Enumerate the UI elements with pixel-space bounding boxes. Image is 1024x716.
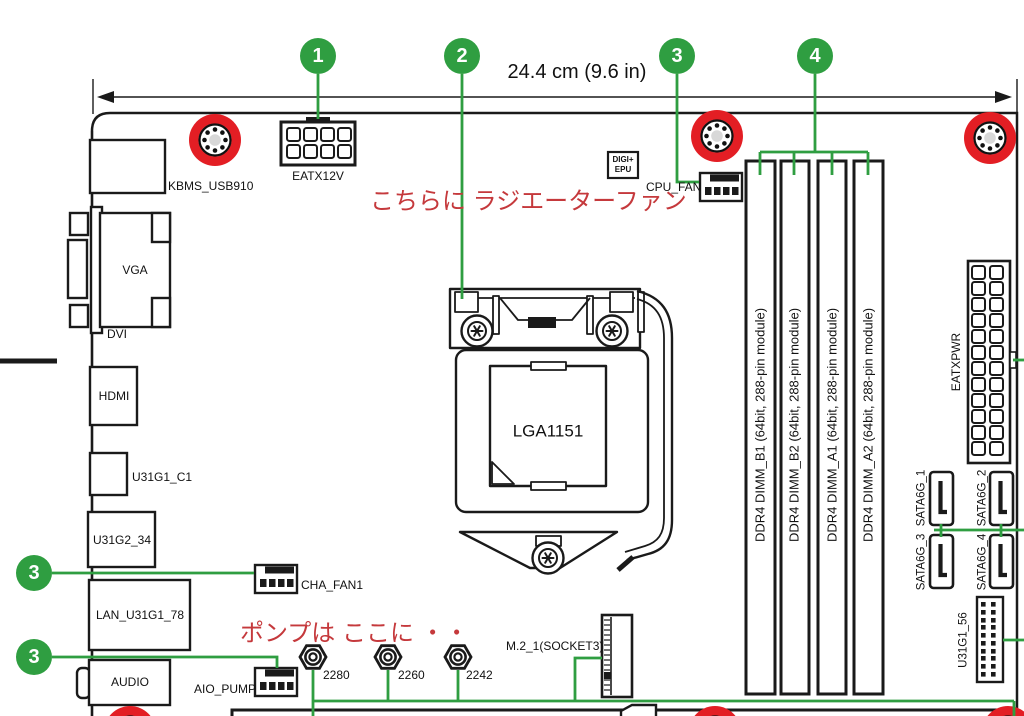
callout-3-aio-pump: 3 bbox=[16, 639, 52, 675]
sata6g-3-port bbox=[930, 535, 953, 588]
callout-lines bbox=[52, 74, 1024, 716]
sata6g-4-port bbox=[990, 535, 1013, 588]
digi-epu-label-line1: DIGI+ bbox=[612, 155, 634, 164]
kbms-usb-port bbox=[88, 138, 167, 195]
cpu-fan-connector bbox=[698, 171, 744, 203]
mounting-hole-icon bbox=[962, 110, 1018, 166]
callout-1: 1 bbox=[300, 38, 336, 74]
mounting-hole-icon bbox=[102, 704, 158, 716]
standoff-2242-icon bbox=[443, 644, 473, 670]
mounting-hole-icon bbox=[689, 108, 745, 164]
standoff-2280-label: 2280 bbox=[323, 668, 350, 682]
usb-a-ports bbox=[86, 510, 157, 569]
dimm-a2-label: DDR4 DIMM_A2 (64bit, 288-pin module) bbox=[860, 307, 876, 543]
dvi-label: DVI bbox=[107, 327, 128, 341]
cha-fan1-connector bbox=[253, 563, 299, 595]
kbms-usb-label: KBMS_USB910 bbox=[168, 179, 254, 193]
digi-epu-label-line2: EPU bbox=[614, 165, 632, 174]
aio-pump-connector bbox=[253, 666, 299, 698]
standoff-2242-label: 2242 bbox=[466, 668, 493, 682]
cpu-socket bbox=[448, 287, 674, 575]
callout3-line bbox=[675, 74, 699, 184]
dvi-vga-port bbox=[66, 205, 172, 335]
sata6g-3-label: SATA6G_3 bbox=[915, 533, 928, 591]
dimm-a1-label: DDR4 DIMM_A1 (64bit, 288-pin module) bbox=[824, 307, 840, 543]
eatxpwr-connector bbox=[966, 259, 1017, 465]
sata6g-1-label: SATA6G_1 bbox=[915, 469, 928, 527]
sata6g-2-label: SATA6G_2 bbox=[976, 469, 989, 527]
dimension-arrow bbox=[92, 79, 1018, 114]
u31g1-56-label: U31G1_56 bbox=[957, 612, 970, 668]
aio-pump-label: AIO_PUMP bbox=[194, 682, 257, 696]
hdmi-port bbox=[88, 365, 139, 427]
sata6g-1-port bbox=[930, 472, 953, 525]
vga-label: VGA bbox=[122, 263, 148, 277]
cha-fan1-label: CHA_FAN1 bbox=[301, 578, 364, 592]
callout-3-cha-fan: 3 bbox=[16, 555, 52, 591]
audio-label: AUDIO bbox=[110, 675, 150, 689]
dimm-slots bbox=[744, 159, 885, 696]
digi-epu-chip bbox=[606, 150, 640, 180]
u31g1-c1-label: U31G1_C1 bbox=[132, 470, 193, 484]
bottom-chamfer-shape bbox=[619, 703, 658, 716]
dimm-b1-label: DDR4 DIMM_B1 (64bit, 288-pin module) bbox=[752, 307, 768, 543]
rear-io-ports bbox=[66, 131, 192, 716]
board-outline bbox=[90, 111, 1019, 716]
standoff-2260-icon bbox=[373, 644, 403, 670]
audio-ports bbox=[87, 658, 172, 707]
mounting-hole-icon bbox=[187, 112, 243, 168]
sata6g-4-label: SATA6G_4 bbox=[976, 533, 989, 591]
radiator-fan-annotation: こちらに ラジエーターファン bbox=[370, 188, 687, 215]
u31g2-34-label: U31G2_34 bbox=[92, 533, 152, 547]
eatx12v-connector bbox=[279, 117, 357, 167]
m2-standoff-lines bbox=[311, 656, 1016, 716]
standoff-2260-label: 2260 bbox=[398, 668, 425, 682]
m2-label: M.2_1(SOCKET3) bbox=[506, 639, 604, 653]
u31g1-56-header bbox=[975, 595, 1005, 684]
m2-slot bbox=[600, 613, 634, 699]
callout-2: 2 bbox=[444, 38, 480, 74]
lan-label: LAN_U31G1_78 bbox=[95, 608, 185, 622]
board-width-dimension: 24.4 cm (9.6 in) bbox=[507, 61, 647, 83]
lan-usb-port bbox=[87, 578, 192, 652]
dimm-slot-a1 bbox=[816, 159, 848, 696]
callout4-lines bbox=[758, 74, 870, 175]
standoff-2280-icon bbox=[298, 644, 328, 670]
hdmi-label: HDMI bbox=[98, 389, 130, 403]
sata6g-2-port bbox=[990, 472, 1013, 525]
eatx12v-label: EATX12V bbox=[292, 169, 344, 183]
pump-annotation: ポンプは ここに ・・ bbox=[240, 620, 469, 647]
digi-epu-label: DIGI+ EPU bbox=[612, 155, 633, 175]
usb-c-port bbox=[88, 451, 129, 497]
cpu-fan-label: CPU_FAN bbox=[646, 180, 702, 194]
callout-3: 3 bbox=[659, 38, 695, 74]
lga1151-label: LGA1151 bbox=[512, 421, 584, 441]
eatxpwr-label: EATXPWR bbox=[949, 332, 963, 392]
dimm-b2-label: DDR4 DIMM_B2 (64bit, 288-pin module) bbox=[786, 307, 802, 543]
aio-pump-line bbox=[52, 655, 279, 668]
sata-lines bbox=[934, 524, 1024, 537]
callout-4: 4 bbox=[797, 38, 833, 74]
